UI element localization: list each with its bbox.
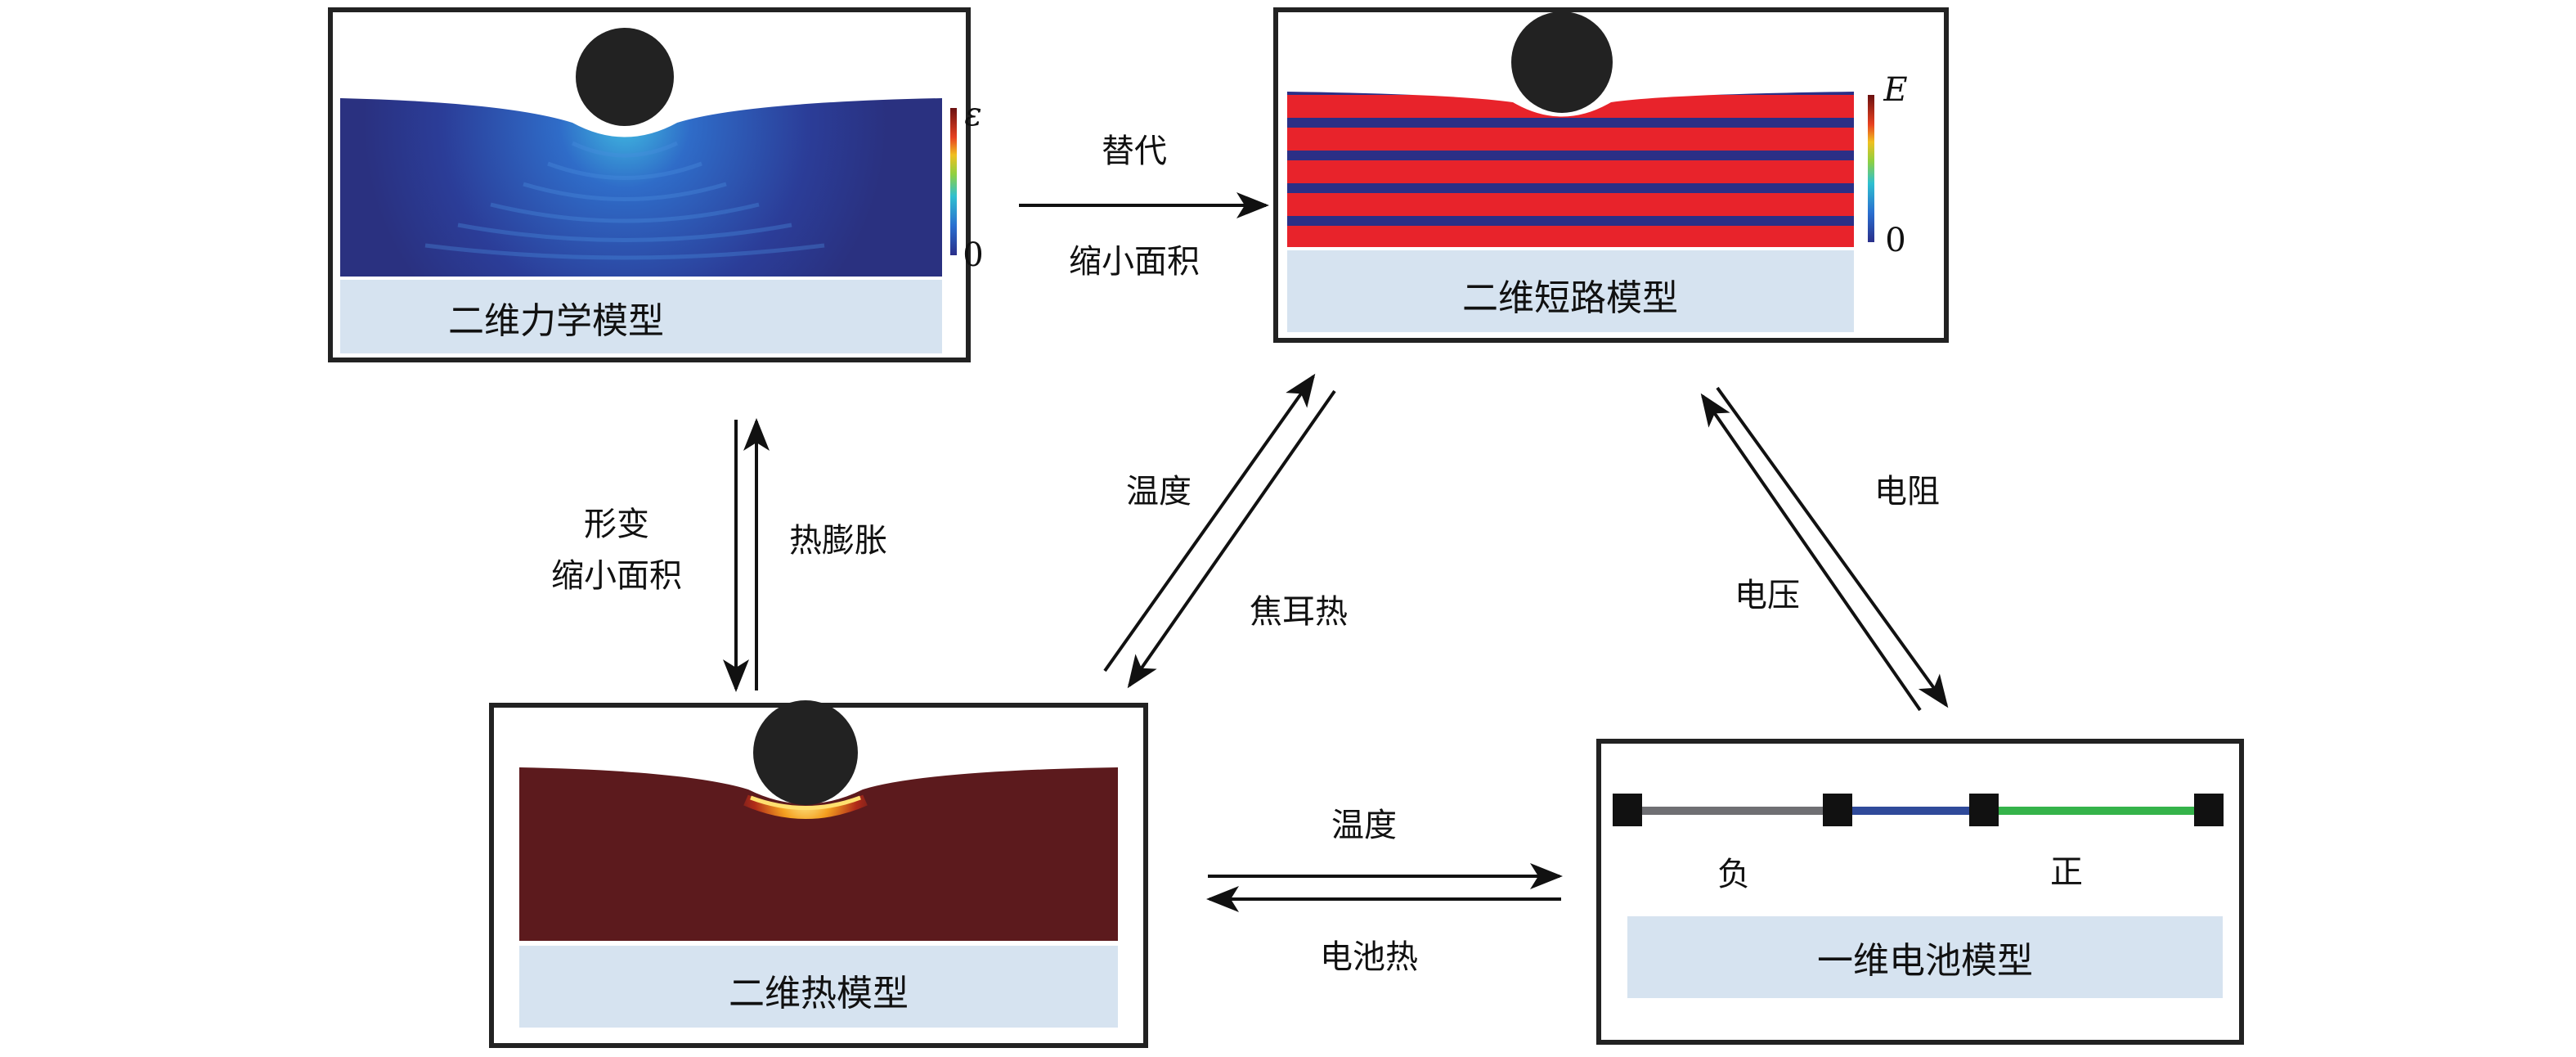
node-square [1969,794,1999,826]
arrow-battery-to-short [1700,393,1922,712]
electric-field-stripes [1287,92,1854,247]
positive-electrode-label: 正 [2050,853,2083,891]
arrow-short-to-thermal [1127,389,1336,689]
battery-model-panel [1596,739,2244,1045]
indenter-ball [1511,11,1613,113]
node-square [1613,794,1642,826]
arrow-label-deformation: 形变 [584,506,649,543]
thermal-model-panel [489,700,1148,1048]
field-colorbar [1868,95,1874,242]
arrow-label-temperature-2: 温度 [1331,807,1397,844]
node-square [2194,794,2224,826]
field-colorbar-min: 0 [1885,222,1906,259]
mechanics-model-title: 二维力学模型 [448,300,664,342]
arrow-short-to-battery [1716,386,1949,708]
indenter-ball [753,700,858,805]
node-square [1823,794,1852,826]
negative-electrode-label: 负 [1717,856,1750,893]
battery-model-title: 一维电池模型 [1817,940,2033,982]
label-band [1627,916,2223,998]
mechanics-model-panel [328,7,971,362]
strain-colorbar-min: 0 [963,236,984,274]
thermal-model-title: 二维热模型 [729,973,909,1014]
arrow-thermal-to-short [1103,373,1316,672]
label-band [340,280,942,353]
arrow-label-thermal-expansion: 热膨胀 [789,522,887,560]
hot-spot [743,794,868,819]
arrow-label-reduce-area-2: 缩小面积 [551,557,682,595]
strain-field [340,98,942,277]
arrow-label-joule-heat: 焦耳热 [1250,593,1348,631]
arrow-label-voltage: 电压 [1735,577,1800,614]
indenter-ball [576,28,674,126]
arrow-label-reduce-area: 缩小面积 [1069,243,1200,281]
arrow-label-temperature: 温度 [1126,473,1192,511]
arrow-label-resistance: 电阻 [1874,473,1940,511]
temperature-field [519,767,1118,941]
strain-colorbar [950,108,957,255]
arrow-label-replace: 替代 [1102,133,1167,170]
strain-colorbar-max: ε [964,96,982,133]
field-colorbar-max: E [1883,71,1908,109]
short-circuit-model-title: 二维短路模型 [1462,277,1678,319]
short-circuit-model-panel [1273,7,1949,343]
strain-contours [424,141,825,260]
arrow-label-battery-heat: 电池热 [1320,938,1418,976]
label-band [1287,250,1854,332]
label-band [519,946,1118,1028]
